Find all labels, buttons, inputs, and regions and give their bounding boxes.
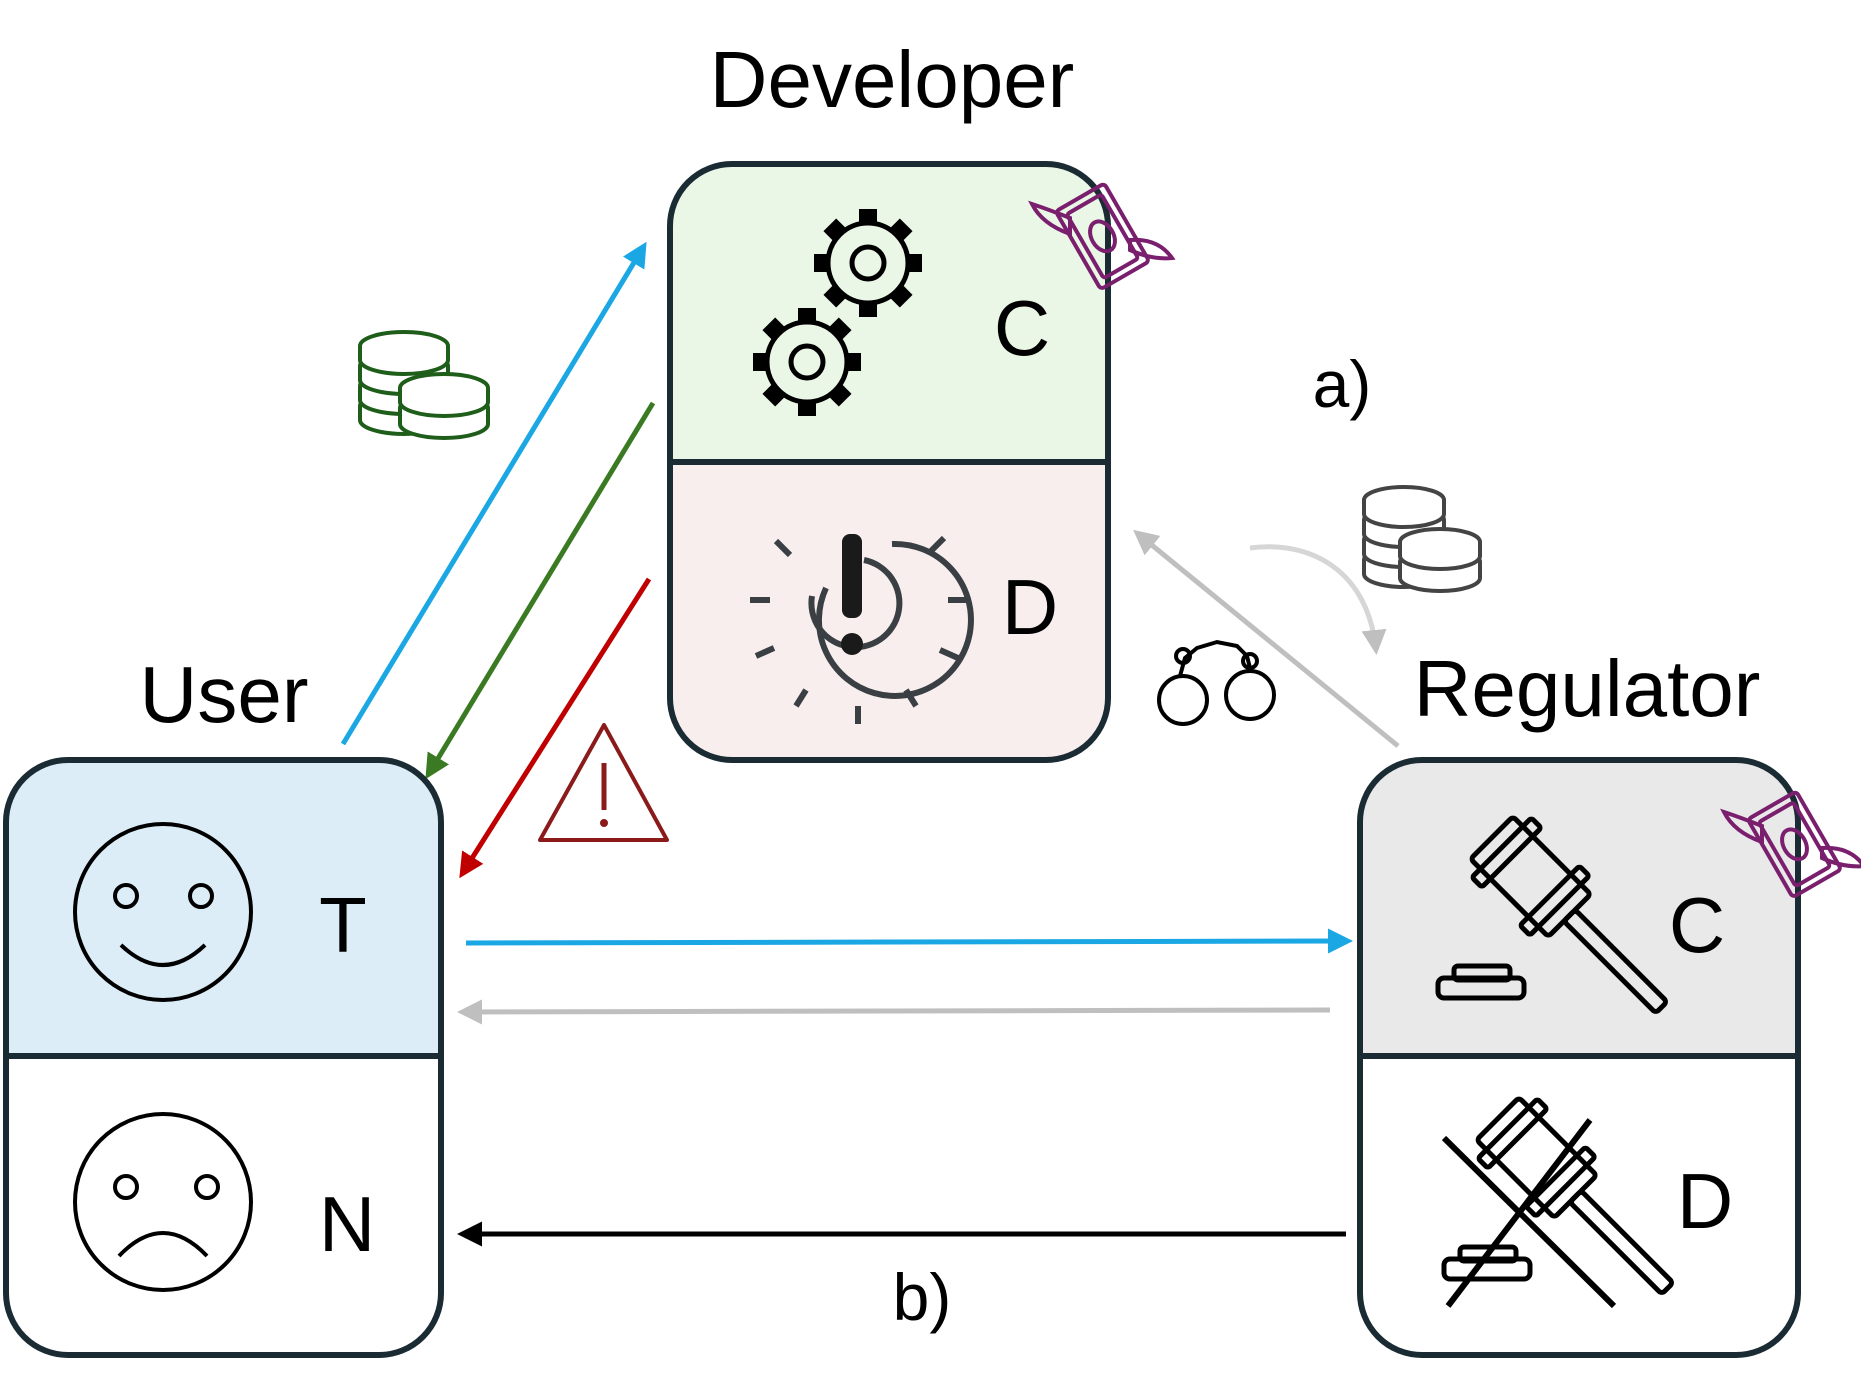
- smiley-face-icon: [73, 822, 253, 1002]
- developer-box: Developer C D: [667, 35, 1174, 763]
- user-no-trust-cell: [6, 1056, 441, 1355]
- user-to-developer-blue-arrow: [340, 241, 647, 746]
- label-a: a): [1313, 347, 1372, 421]
- handcuffs-icon: [1157, 639, 1276, 726]
- user-box: User T N: [3, 650, 444, 1358]
- label-b: b): [893, 1260, 952, 1334]
- warning-triangle-icon: [538, 723, 669, 842]
- regulator-title: Regulator: [1414, 644, 1761, 733]
- developer-defect-cell: [670, 462, 1108, 760]
- curved-gray-arrow: [1249, 544, 1387, 655]
- developer-cooperate-letter: C: [994, 284, 1050, 372]
- broken-gear-warning-icon: [750, 534, 974, 724]
- coin-stack-icon: [358, 330, 490, 440]
- developer-to-user-green-arrow: [425, 401, 656, 780]
- coin-stack-gray-icon: [1362, 485, 1482, 593]
- user-title: User: [140, 650, 309, 739]
- regulator-box: Regulator C D: [1357, 644, 1861, 1358]
- developer-title: Developer: [710, 35, 1075, 124]
- regulator-to-user-gray-arrow: [457, 999, 1331, 1025]
- user-trust-letter: T: [319, 881, 367, 969]
- regulator-defect-cell: [1360, 1056, 1798, 1355]
- regulator-cooperate-letter: C: [1669, 881, 1725, 969]
- developer-cooperate-cell: [670, 164, 1108, 462]
- user-trust-cell: [6, 760, 441, 1056]
- developer-defect-letter: D: [1002, 563, 1058, 651]
- crossed-out-gavel-icon: [1444, 1089, 1697, 1318]
- developer-to-user-red-arrow: [459, 577, 652, 879]
- sad-face-icon: [73, 1112, 253, 1292]
- regulator-to-developer-gray-arrow: [1133, 529, 1400, 748]
- user-no-trust-letter: N: [319, 1180, 375, 1268]
- regulator-defect-letter: D: [1677, 1157, 1733, 1245]
- user-to-regulator-blue-arrow: [465, 928, 1353, 954]
